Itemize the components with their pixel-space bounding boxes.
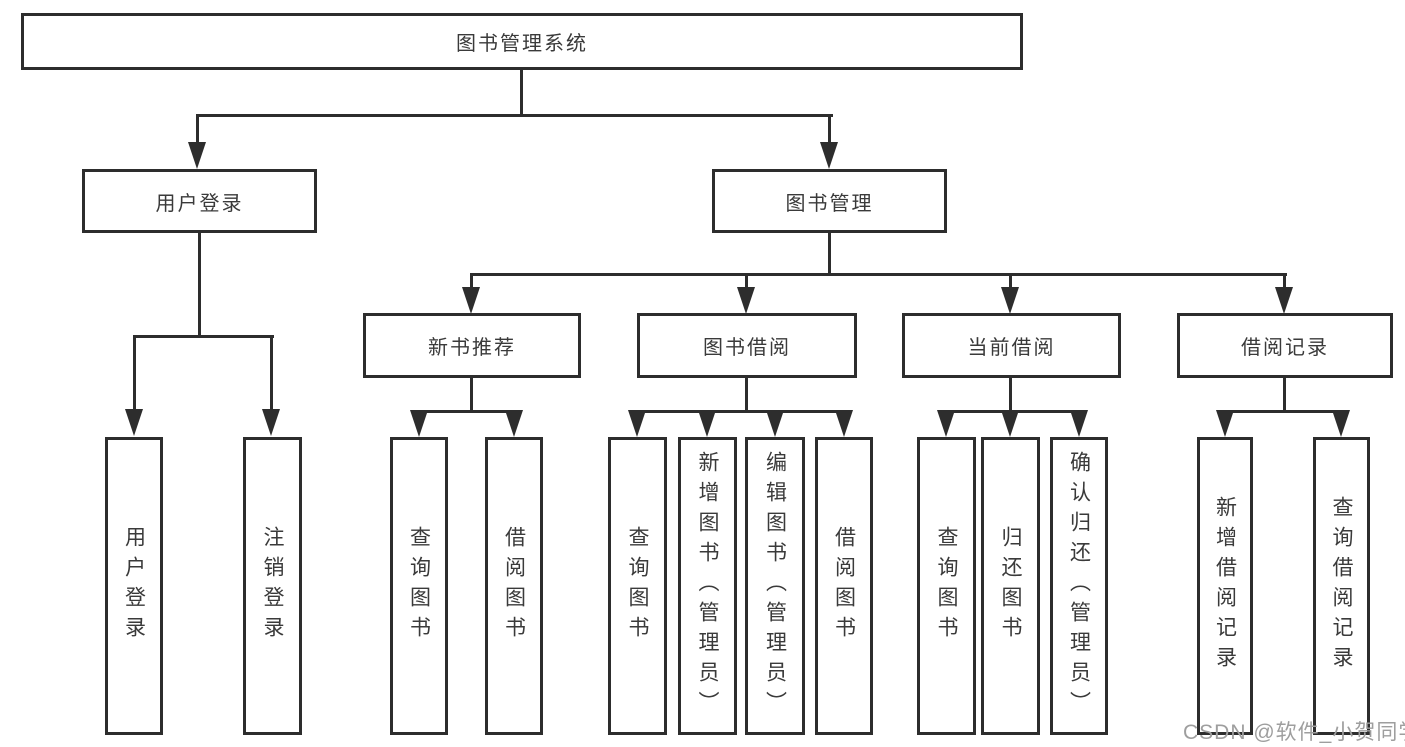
cb-return-books-leaf: 归还图书 — [981, 437, 1040, 735]
arrowhead-cb-confirm-return — [1070, 410, 1088, 437]
arrowhead-br-query-record — [1332, 410, 1350, 437]
connector-new-book-down — [470, 378, 473, 413]
arrowhead-to-book-management — [820, 142, 838, 169]
nbr-query-books-label: 查询图书 — [407, 526, 431, 646]
connector-root-horizontal — [196, 114, 833, 117]
borrowing-records-node: 借阅记录 — [1177, 313, 1393, 378]
bb-borrow-books-leaf: 借阅图书 — [815, 437, 873, 735]
connector-new-book-stem — [470, 273, 473, 290]
current-borrowing-node: 当前借阅 — [902, 313, 1121, 378]
logout-leaf-label: 注销登录 — [261, 526, 284, 646]
connector-book-management-down — [828, 233, 831, 276]
bb-edit-books-admin-label: 编辑图书（管理员） — [763, 451, 787, 721]
connector-user-login-down — [198, 233, 201, 337]
connector-user-login-stem — [196, 114, 199, 145]
connector-book-borrowing-horizontal — [635, 410, 846, 413]
root-node-label: 图书管理系统 — [456, 33, 588, 55]
cb-query-books-label: 查询图书 — [935, 526, 958, 646]
br-query-record-label: 查询借阅记录 — [1330, 496, 1353, 676]
nbr-query-books-leaf: 查询图书 — [390, 437, 448, 735]
connector-login-leaf-stem — [133, 335, 136, 411]
connector-current-borrowing-stem — [1009, 273, 1012, 290]
arrowhead-br-add-record — [1216, 410, 1234, 437]
arrowhead-to-current-borrowing — [1001, 287, 1019, 314]
root-node-library-management-system: 图书管理系统 — [21, 13, 1023, 70]
arrowhead-to-book-borrowing — [737, 287, 755, 314]
bb-edit-books-admin-leaf: 编辑图书（管理员） — [745, 437, 805, 735]
connector-root-stem — [520, 68, 523, 117]
arrowhead-bb-edit-books — [766, 410, 784, 437]
bb-add-books-admin-leaf: 新增图书（管理员） — [678, 437, 737, 735]
new-book-recommend-label: 新书推荐 — [428, 337, 516, 359]
arrowhead-nbr-borrow-books — [505, 410, 523, 437]
arrowhead-bb-add-books — [698, 410, 716, 437]
nbr-borrow-books-leaf: 借阅图书 — [485, 437, 543, 735]
connector-new-book-horizontal — [417, 410, 517, 413]
borrowing-records-label: 借阅记录 — [1241, 337, 1329, 359]
arrowhead-cb-query-books — [937, 410, 955, 437]
logout-leaf: 注销登录 — [243, 437, 302, 735]
connector-borrowing-records-horizontal — [1223, 410, 1344, 413]
bb-query-books-leaf: 查询图书 — [608, 437, 667, 735]
csdn-watermark: CSDN @软件_小贺同学 — [1183, 721, 1405, 744]
arrowhead-bb-borrow-books — [835, 410, 853, 437]
connector-current-borrowing-down — [1009, 378, 1012, 413]
new-book-recommend-node: 新书推荐 — [363, 313, 581, 378]
arrowhead-to-new-book-recommend — [462, 287, 480, 314]
user-login-leaf: 用户登录 — [105, 437, 163, 735]
arrowhead-to-login-leaf — [125, 409, 143, 436]
connector-book-management-stem — [828, 114, 831, 145]
arrowhead-nbr-query-books — [410, 410, 428, 437]
br-add-record-leaf: 新增借阅记录 — [1197, 437, 1253, 735]
br-query-record-leaf: 查询借阅记录 — [1313, 437, 1370, 735]
br-add-record-label: 新增借阅记录 — [1213, 496, 1237, 676]
bb-query-books-label: 查询图书 — [626, 526, 649, 646]
bb-add-books-admin-label: 新增图书（管理员） — [696, 451, 719, 721]
connector-borrowing-records-down — [1283, 378, 1286, 413]
arrowhead-to-logout-leaf — [262, 409, 280, 436]
cb-return-books-label: 归还图书 — [999, 526, 1022, 646]
cb-query-books-leaf: 查询图书 — [917, 437, 976, 735]
cb-confirm-return-admin-label: 确认归还（管理员） — [1067, 451, 1091, 721]
connector-book-borrowing-stem — [745, 273, 748, 290]
user-login-node-label: 用户登录 — [155, 192, 244, 215]
bb-borrow-books-label: 借阅图书 — [832, 526, 856, 646]
arrowhead-to-user-login — [188, 142, 206, 169]
connector-borrowing-records-stem — [1283, 273, 1286, 290]
book-borrowing-label: 图书借阅 — [703, 337, 791, 359]
nbr-borrow-books-label: 借阅图书 — [502, 526, 526, 646]
arrowhead-to-borrowing-records — [1275, 287, 1293, 314]
current-borrowing-label: 当前借阅 — [967, 337, 1056, 359]
connector-book-management-horizontal — [470, 273, 1287, 276]
arrowhead-bb-query-books — [628, 410, 646, 437]
book-management-node: 图书管理 — [712, 169, 947, 233]
user-login-leaf-label: 用户登录 — [122, 526, 146, 646]
book-borrowing-node: 图书借阅 — [637, 313, 857, 378]
connector-user-login-horizontal — [133, 335, 274, 338]
cb-confirm-return-admin-leaf: 确认归还（管理员） — [1050, 437, 1108, 735]
user-login-node: 用户登录 — [82, 169, 317, 233]
arrowhead-cb-return-books — [1001, 410, 1019, 437]
connector-logout-leaf-stem — [270, 335, 273, 411]
book-management-node-label: 图书管理 — [785, 192, 874, 215]
connector-book-borrowing-down — [745, 378, 748, 413]
